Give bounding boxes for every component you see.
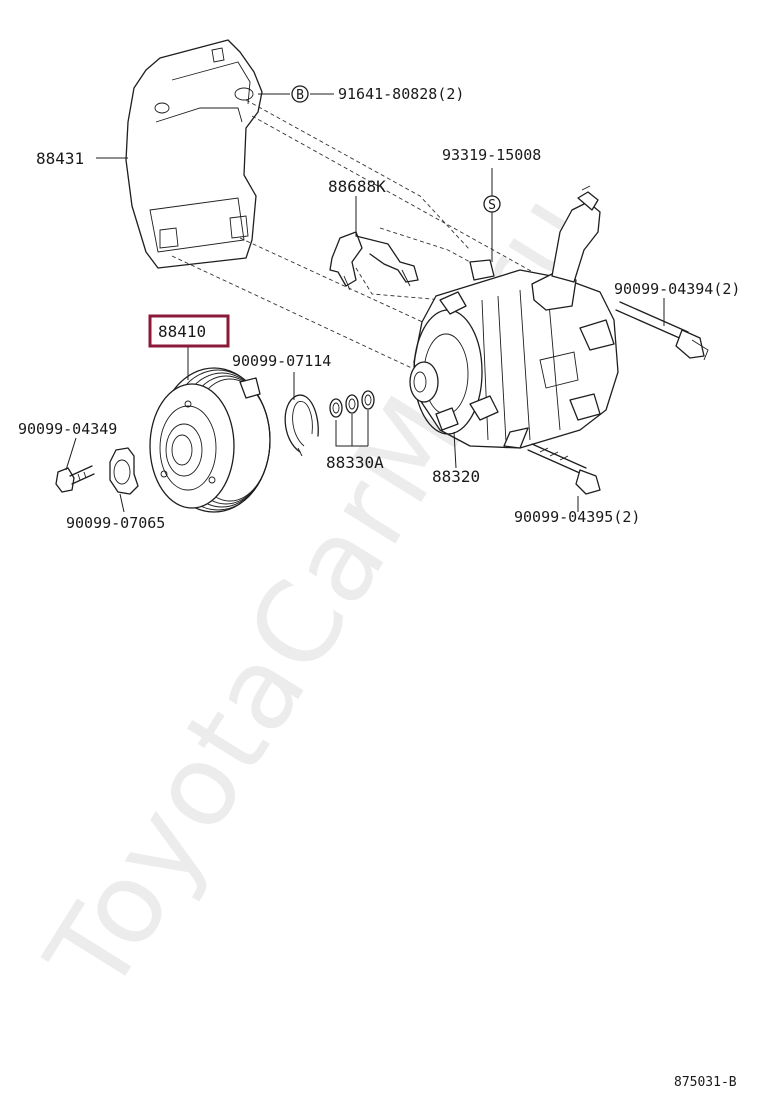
long-bolt-bottom-part[interactable] — [527, 443, 601, 495]
label-90099-04394[interactable]: 90099-04394(2) — [614, 280, 740, 298]
harness-clamp-part[interactable] — [329, 231, 419, 291]
washer-part[interactable] — [109, 447, 139, 495]
label-88330a[interactable]: 88330A — [326, 453, 384, 472]
shims-part[interactable] — [329, 390, 375, 418]
bracket-part[interactable] — [125, 39, 263, 269]
label-90099-07065[interactable]: 90099-07065 — [66, 514, 165, 532]
alignment-lines — [171, 99, 541, 371]
small-bolt-part[interactable] — [55, 465, 95, 493]
label-88410[interactable]: 88410 — [158, 322, 206, 341]
label-88320[interactable]: 88320 — [432, 467, 480, 486]
label-88688k[interactable]: 88688K — [328, 177, 386, 196]
label-90099-04349[interactable]: 90099-04349 — [18, 420, 117, 438]
leader-lines — [65, 93, 665, 513]
diagram-code: 875031-B — [674, 1075, 737, 1090]
svg-text:S: S — [488, 198, 496, 213]
clutch-pulley-part[interactable] — [149, 367, 271, 513]
snap-ring-part[interactable] — [284, 394, 319, 457]
label-90099-04395[interactable]: 90099-04395(2) — [514, 508, 640, 526]
svg-text:B: B — [296, 88, 304, 103]
label-90099-07114[interactable]: 90099-07114 — [232, 352, 331, 370]
bolt-b-symbol: B — [291, 85, 309, 103]
label-93319-15008[interactable]: 93319-15008 — [442, 146, 541, 164]
compressor-part[interactable] — [409, 185, 619, 449]
label-88431[interactable]: 88431 — [36, 149, 84, 168]
screw-s-symbol: S — [483, 195, 501, 213]
long-bolt-top-part[interactable] — [615, 301, 709, 361]
highlight-box-88410 — [148, 314, 230, 348]
label-91641-80828[interactable]: 91641-80828(2) — [338, 85, 464, 103]
